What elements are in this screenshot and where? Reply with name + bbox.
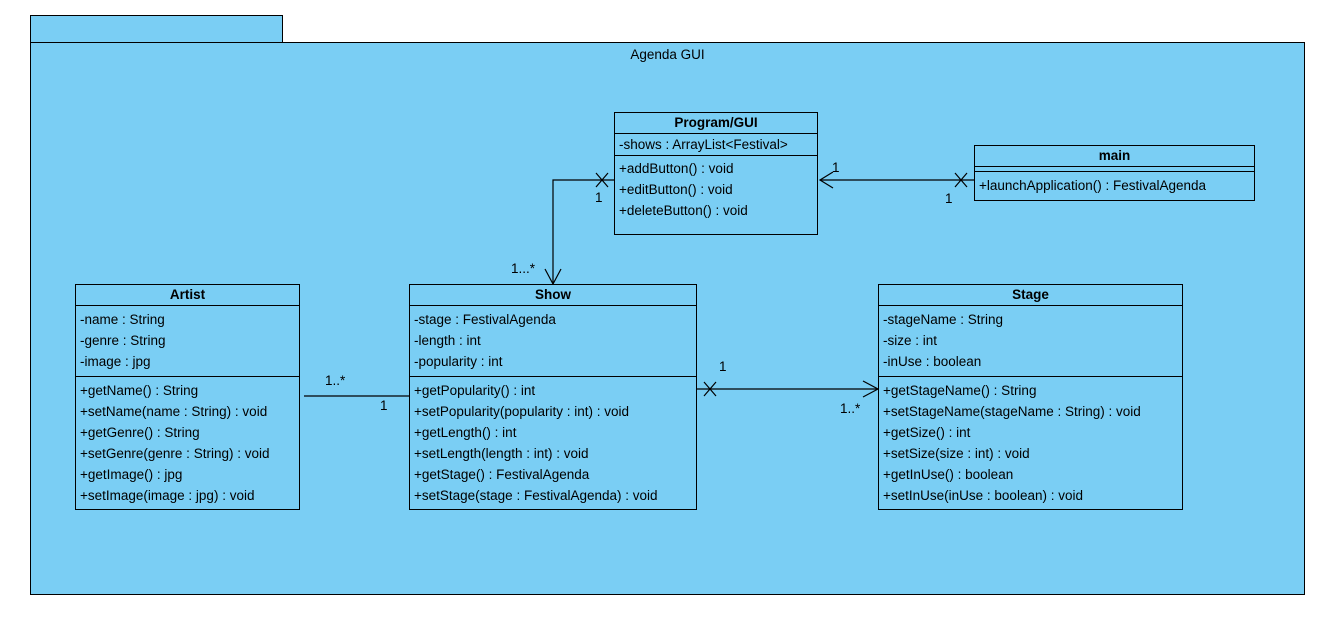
operation: +setLength(length : int) : void bbox=[414, 446, 589, 461]
show-stage-x-mark bbox=[703, 381, 717, 397]
operation: +getImage() : jpg bbox=[80, 467, 183, 482]
operation: +setSize(size : int) : void bbox=[883, 446, 1030, 461]
attributes-section: -stageName : String -size : int -inUse :… bbox=[879, 306, 1182, 376]
multiplicity-label: 1 bbox=[719, 359, 727, 374]
operation: +editButton() : void bbox=[619, 182, 733, 197]
operation: +setStageName(stageName : String) : void bbox=[883, 404, 1141, 419]
class-name: Stage bbox=[879, 285, 1182, 306]
program-show-x-mark bbox=[595, 172, 609, 188]
operations-section: +getPopularity() : int +setPopularity(po… bbox=[410, 376, 696, 510]
class-name: Show bbox=[410, 285, 696, 306]
operation: +setGenre(genre : String) : void bbox=[80, 446, 270, 461]
class-show[interactable]: Show -stage : FestivalAgenda -length : i… bbox=[409, 284, 697, 510]
attribute: -stageName : String bbox=[883, 312, 1004, 327]
operation: +setStage(stage : FestivalAgenda) : void bbox=[414, 488, 658, 503]
attributes-section: -stage : FestivalAgenda -length : int -p… bbox=[410, 306, 696, 376]
multiplicity-label: 1...* bbox=[511, 261, 536, 276]
operations-section: +launchApplication() : FestivalAgenda bbox=[975, 171, 1254, 196]
attribute: -image : jpg bbox=[80, 354, 151, 369]
multiplicity-label: 1 bbox=[832, 160, 840, 175]
operation: +getPopularity() : int bbox=[414, 383, 536, 398]
operation: +getInUse() : boolean bbox=[883, 467, 1014, 482]
class-program-gui[interactable]: Program/GUI -shows : ArrayList<Festival>… bbox=[614, 112, 818, 235]
multiplicity-label: 1..* bbox=[325, 373, 346, 388]
operation: +setInUse(inUse : boolean) : void bbox=[883, 488, 1083, 503]
operation: +getSize() : int bbox=[883, 425, 971, 440]
operation: +getLength() : int bbox=[414, 425, 517, 440]
multiplicity-label: 1 bbox=[380, 398, 388, 413]
operations-section: +getName() : String +setName(name : Stri… bbox=[76, 376, 299, 510]
class-name: Program/GUI bbox=[615, 113, 817, 134]
operations-section: +addButton() : void +editButton() : void… bbox=[615, 155, 817, 221]
operation: +setImage(image : jpg) : void bbox=[80, 488, 255, 503]
attributes-section: -name : String -genre : String -image : … bbox=[76, 306, 299, 376]
operation: +launchApplication() : FestivalAgenda bbox=[979, 178, 1207, 193]
class-main[interactable]: main +launchApplication() : FestivalAgen… bbox=[974, 145, 1255, 201]
operations-section: +getStageName() : String +setStageName(s… bbox=[879, 376, 1182, 510]
main-program-arrowhead bbox=[818, 171, 834, 189]
operation: +addButton() : void bbox=[619, 161, 734, 176]
class-stage[interactable]: Stage -stageName : String -size : int -i… bbox=[878, 284, 1183, 510]
operation: +getStageName() : String bbox=[883, 383, 1037, 398]
operation: +getStage() : FestivalAgenda bbox=[414, 467, 590, 482]
class-name: main bbox=[975, 146, 1254, 167]
attribute: -name : String bbox=[80, 312, 165, 327]
program-show-line bbox=[552, 179, 615, 284]
operation: +deleteButton() : void bbox=[619, 203, 748, 218]
attribute: -shows : ArrayList<Festival> bbox=[619, 137, 788, 152]
attributes-section: -shows : ArrayList<Festival> bbox=[615, 134, 817, 155]
attribute: -stage : FestivalAgenda bbox=[414, 312, 556, 327]
operation: +getName() : String bbox=[80, 383, 199, 398]
attribute: -length : int bbox=[414, 333, 481, 348]
attribute: -inUse : boolean bbox=[883, 354, 982, 369]
multiplicity-label: 1 bbox=[945, 191, 953, 206]
class-artist[interactable]: Artist -name : String -genre : String -i… bbox=[75, 284, 300, 510]
attribute: -genre : String bbox=[80, 333, 166, 348]
attribute: -popularity : int bbox=[414, 354, 503, 369]
multiplicity-label: 1..* bbox=[840, 401, 861, 416]
multiplicity-label: 1 bbox=[595, 190, 603, 205]
package-title: Agenda GUI bbox=[630, 47, 705, 62]
operation: +getGenre() : String bbox=[80, 425, 200, 440]
operation: +setPopularity(popularity : int) : void bbox=[414, 404, 629, 419]
operation: +setName(name : String) : void bbox=[80, 404, 268, 419]
main-program-x-mark bbox=[954, 172, 968, 188]
attribute: -size : int bbox=[883, 333, 938, 348]
class-name: Artist bbox=[76, 285, 299, 306]
